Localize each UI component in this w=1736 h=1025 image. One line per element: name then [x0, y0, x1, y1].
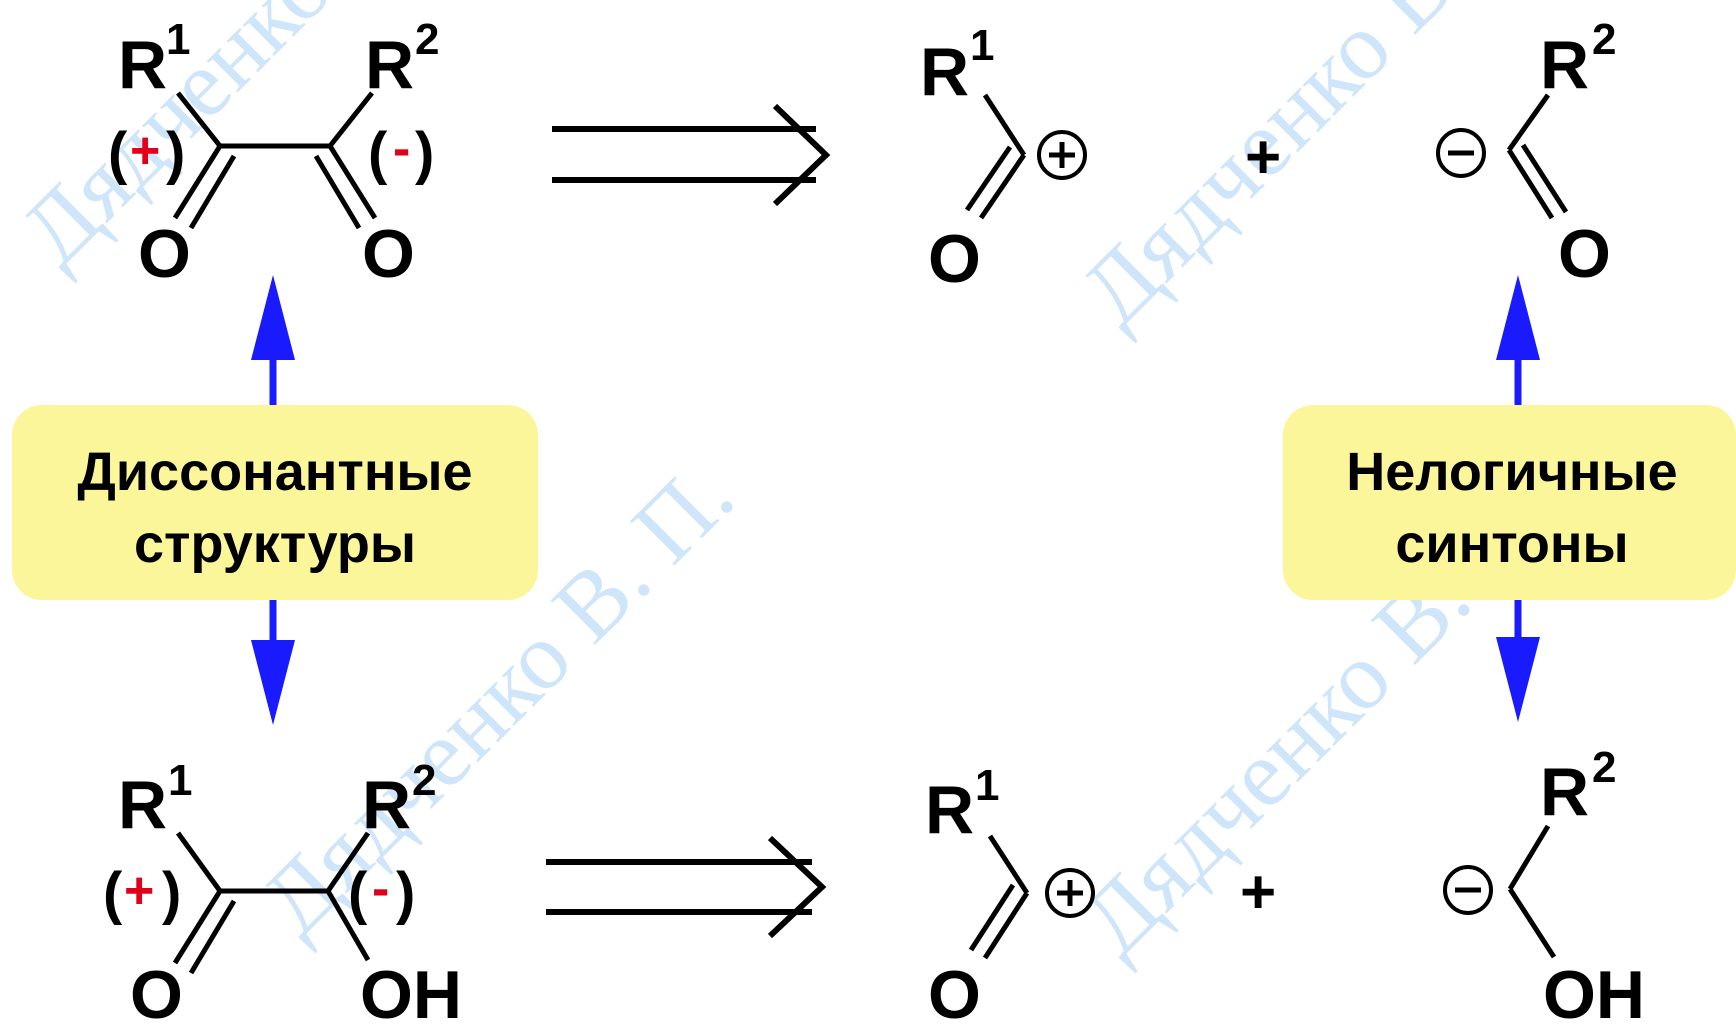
r1-index: 1 — [166, 15, 190, 64]
positive-charge: + — [130, 122, 160, 180]
negative-charge: - — [372, 860, 389, 918]
o-label: O — [928, 221, 981, 297]
anion-icon — [1443, 865, 1493, 915]
r2-label: R — [362, 767, 411, 843]
r2-index: 2 — [415, 15, 439, 64]
r2-index: 2 — [1592, 15, 1616, 64]
r1-label: R — [118, 767, 167, 843]
double-headed-arrow-icon — [1496, 275, 1540, 722]
callout-left-line2: структуры — [134, 514, 416, 574]
oh-label: OH — [360, 957, 462, 1025]
positive-charge: + — [124, 862, 154, 920]
cation-icon — [1037, 130, 1087, 180]
r1-label: R — [118, 27, 167, 103]
r2-index: 2 — [412, 756, 436, 805]
bottom-hydroxy-carbanion: R 2 OH — [1443, 743, 1645, 1025]
retrosynthesis-arrow-icon — [546, 835, 827, 939]
r2-label: R — [365, 27, 414, 103]
paren: ( — [368, 121, 388, 186]
paren: ( — [103, 861, 123, 926]
cation-icon — [1045, 868, 1095, 918]
plus-sign-top: + — [1245, 123, 1281, 192]
plus-sign-bottom: + — [1240, 858, 1276, 927]
watermark-2: Дядченко В. П. — [1059, 0, 1573, 345]
paren: ) — [162, 861, 181, 926]
paren: ( — [108, 121, 128, 186]
double-headed-arrow-icon — [251, 275, 295, 725]
retrosynthesis-arrow-icon — [552, 103, 831, 207]
o-right: O — [362, 216, 415, 292]
paren: ) — [415, 121, 434, 186]
r1-index: 1 — [168, 756, 192, 805]
callout-right-line1: Нелогичные — [1346, 442, 1677, 502]
o-label: O — [1558, 216, 1611, 292]
r1-index: 1 — [970, 21, 994, 70]
anion-icon — [1436, 128, 1486, 178]
r2-label: R — [1540, 27, 1589, 103]
callout-right-line2: синтоны — [1395, 514, 1628, 574]
negative-charge: - — [393, 120, 410, 178]
callout-left-line1: Диссонантные — [77, 442, 472, 502]
top-left-diketone: R 1 R 2 O O ( + ) ( - ) — [108, 15, 439, 292]
paren: ) — [396, 861, 415, 926]
r2-index: 2 — [1592, 743, 1616, 792]
o-label: O — [130, 957, 183, 1025]
top-acyl-cation: R 1 O — [920, 21, 1087, 297]
o-left: O — [138, 216, 191, 292]
oh-label: OH — [1543, 957, 1645, 1025]
bottom-acyl-cation: R 1 O — [925, 761, 1095, 1025]
paren: ( — [348, 861, 368, 926]
o-label: O — [928, 957, 981, 1025]
bottom-left-hydroxyketone: R 1 R 2 O OH ( + ) ( - ) — [103, 756, 462, 1025]
r1-label: R — [925, 772, 974, 848]
paren: ) — [166, 121, 185, 186]
callout-dissonant-structures: Диссонантные структуры — [12, 405, 538, 600]
top-acyl-anion: R 2 O — [1436, 15, 1616, 292]
r2-label: R — [1540, 754, 1589, 830]
callout-illogical-synthons: Нелогичные синтоны — [1283, 405, 1736, 600]
r1-label: R — [920, 34, 969, 110]
r1-index: 1 — [975, 761, 999, 810]
